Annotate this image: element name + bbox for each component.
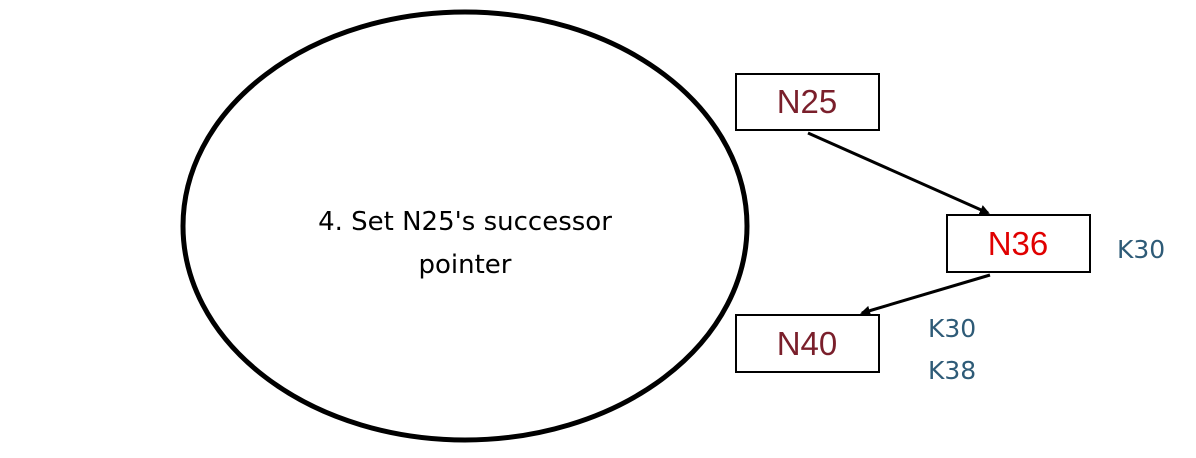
node-n40: N40 <box>735 314 880 373</box>
n40-key-1: K38 <box>928 356 976 385</box>
node-n36-label: N36 <box>988 225 1049 262</box>
chord-ring <box>180 9 750 443</box>
node-n25-label: N25 <box>777 83 838 120</box>
n40-key-0: K30 <box>928 314 976 343</box>
arrow-n25-to-n36 <box>807 131 990 215</box>
ring-caption-line1: 4. Set N25's successor <box>318 207 612 237</box>
node-n25: N25 <box>735 73 880 131</box>
n36-key-0: K30 <box>1117 235 1165 264</box>
node-n36: N36 <box>946 214 1091 273</box>
arrow-n36-to-n40 <box>860 273 991 316</box>
node-n40-label: N40 <box>777 325 838 362</box>
ring-caption-line2: pointer <box>419 250 512 280</box>
